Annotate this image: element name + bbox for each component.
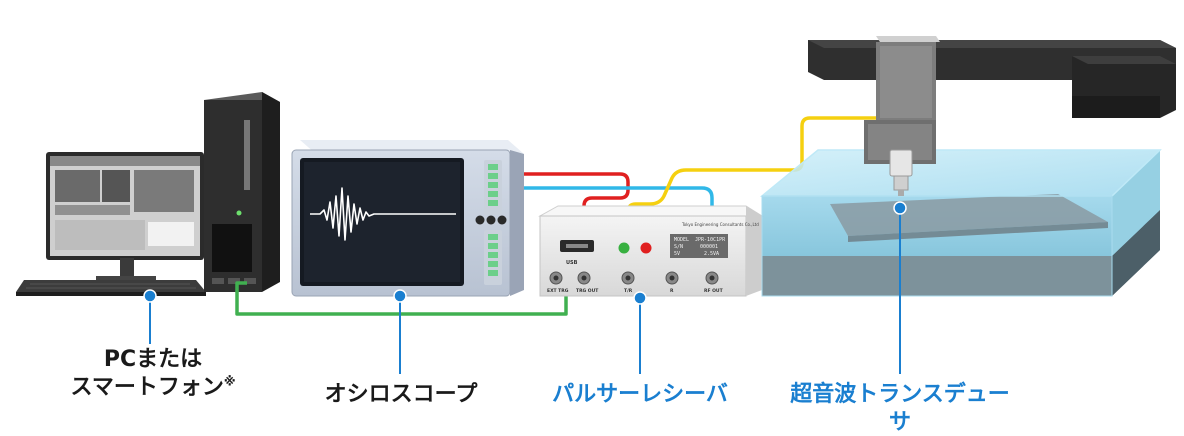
pc-label: PCまたは スマートフォン※ [48, 346, 258, 401]
port-label-trg-out: TRG OUT [576, 288, 599, 294]
transducer-label: 超音波トランスデューサ [790, 382, 1010, 435]
pulser-callout-dot [633, 291, 647, 305]
oscilloscope [291, 140, 524, 297]
pulser-receiver: USB Tokyo Engineering Consultants Co.,Lt… [538, 205, 764, 297]
oscilloscope-callout-dot [393, 289, 407, 303]
water-tank [759, 149, 1162, 297]
scanner-gantry [808, 36, 1176, 196]
port-label-r: R [670, 288, 674, 294]
pc-note-mark: ※ [223, 374, 236, 389]
model-value: JPR-10C1PR [695, 237, 726, 243]
power-key: 5V [674, 251, 680, 257]
model-key: MODEL [674, 237, 689, 243]
port-label-rf-out: RF OUT [704, 288, 724, 294]
signal-cable-cyan [520, 186, 714, 276]
port-label-ext-trg: EXT TRG [547, 288, 569, 294]
pc-tower [204, 92, 280, 292]
pc-monitor [46, 152, 204, 282]
pc-keyboard [16, 280, 206, 296]
maker-label: Tokyo Engineering Consultants Co.,Ltd [681, 222, 759, 227]
sn-key: S/N [674, 244, 683, 250]
bnc-ports [549, 271, 719, 285]
waveform-trace [310, 187, 456, 241]
status-led [640, 242, 652, 254]
trigger-cable-red [520, 172, 630, 276]
sn-value: 000001 [700, 244, 718, 250]
oscilloscope-label: オシロスコープ [324, 382, 478, 407]
usb-label: USB [566, 260, 578, 266]
pc-label-line2: スマートフォン [70, 374, 224, 400]
pc-label-line2-wrap: スマートフォン※ [48, 374, 258, 402]
pc-label-line1: PCまたは [103, 347, 203, 372]
transducer-callout-dot [893, 201, 907, 215]
callouts [143, 201, 907, 374]
power-led [618, 242, 630, 254]
power-value: 2.5VA [704, 251, 719, 257]
scope-buttons [475, 160, 507, 285]
port-label-tr: T/R [624, 288, 633, 294]
pc-callout-dot [143, 289, 157, 303]
pulser-receiver-label: パルサーレシーバ [552, 382, 728, 407]
transducer-probe [889, 149, 913, 177]
pc-computer [16, 92, 280, 296]
